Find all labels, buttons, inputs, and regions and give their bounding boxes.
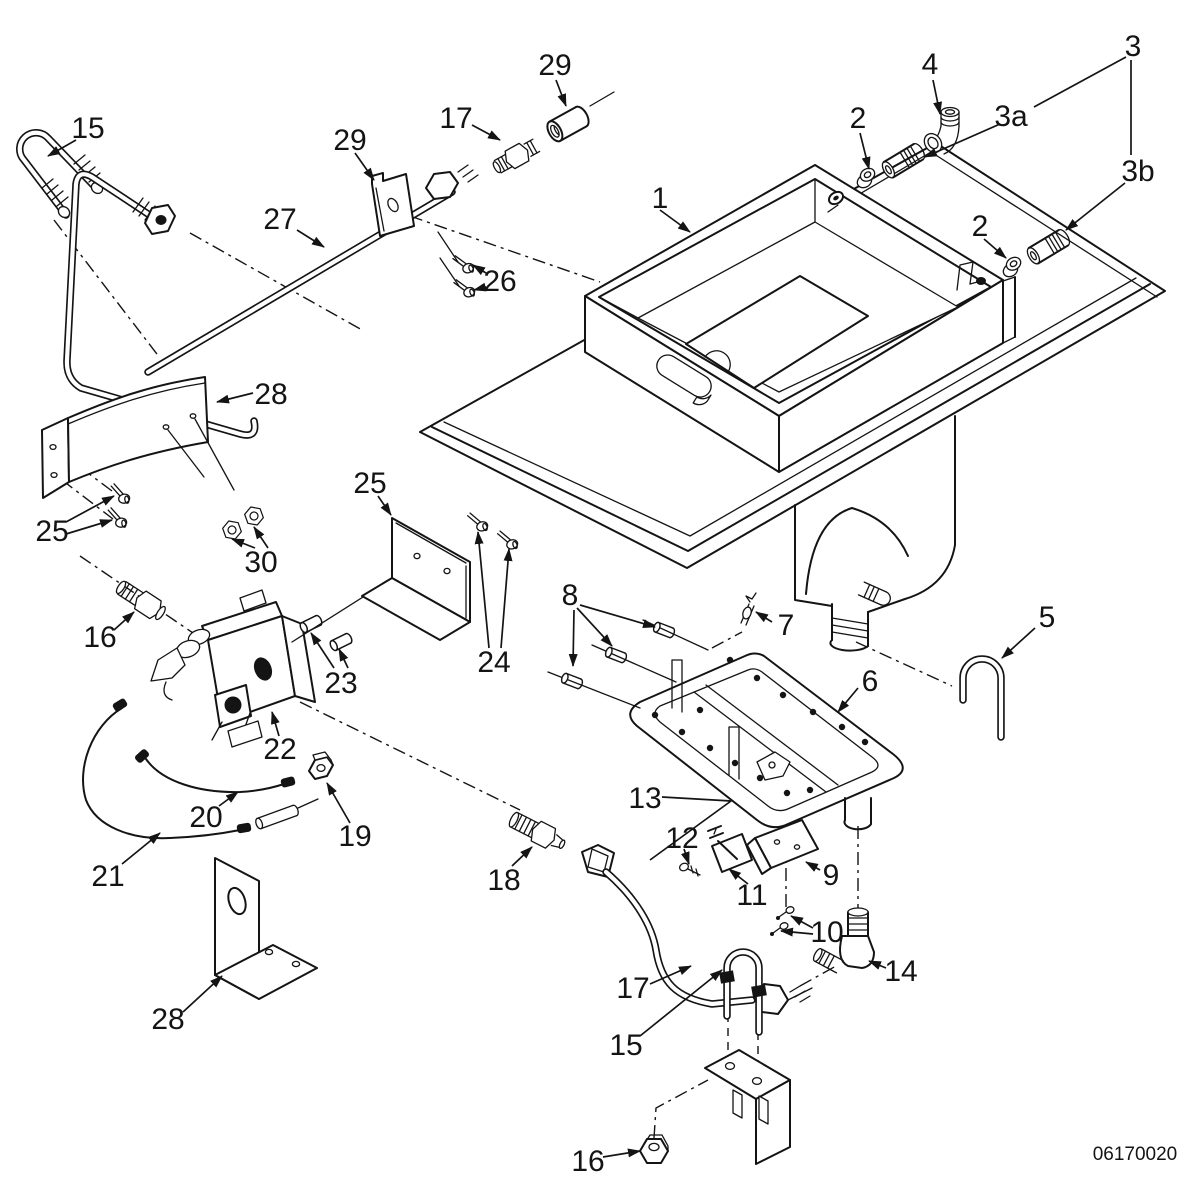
- part-26-screws: [437, 231, 478, 301]
- callout-3: 3: [1125, 30, 1142, 63]
- callout-10: 10: [810, 916, 843, 949]
- part-11-clamp: [707, 825, 753, 873]
- callout-24: 24: [477, 646, 510, 679]
- callout-2: 2: [972, 210, 989, 243]
- callout-25: 25: [353, 467, 386, 500]
- callout-29: 29: [333, 124, 366, 157]
- part-28-bracket-lower: [214, 857, 318, 1000]
- burner-bracket-wing: [756, 751, 791, 781]
- part-15-ubolt-top: [15, 128, 104, 219]
- callout-28: 28: [254, 378, 287, 411]
- callout-13: 13: [628, 782, 661, 815]
- callout-4: 4: [922, 48, 939, 81]
- callout-17: 17: [616, 972, 649, 1005]
- part-25-plate-right: [361, 517, 471, 641]
- callout-6: 6: [862, 665, 879, 698]
- callout-19: 19: [338, 820, 371, 853]
- burner-pins: [671, 659, 740, 780]
- part-15-ubolt-bottom: [719, 948, 767, 1036]
- part-16-fitting-left: [115, 580, 166, 621]
- part-1-pan: [584, 164, 1016, 473]
- part-12-screw: [678, 862, 701, 877]
- part-19-nut: [308, 751, 334, 780]
- callout-9: 9: [823, 859, 840, 892]
- callout-22: 22: [263, 733, 296, 766]
- callout-23: 23: [324, 667, 357, 700]
- callout-20: 20: [189, 801, 222, 834]
- part-25-screws: [103, 482, 135, 532]
- callout-1: 1: [652, 182, 669, 215]
- part-7-igniter: [740, 592, 757, 626]
- callout-7: 7: [778, 609, 795, 642]
- part-29-coupler-top: [546, 105, 590, 143]
- spring-clip: [956, 261, 986, 291]
- part-17-fitting-top: [492, 138, 541, 174]
- callout-14: 14: [884, 955, 917, 988]
- callout-18: 18: [487, 864, 520, 897]
- part-28-bracket-upper: [41, 376, 235, 499]
- handle-slot: [656, 354, 712, 406]
- part-1-lower-housing: [794, 415, 956, 652]
- document-number: 06170020: [1093, 1144, 1178, 1165]
- part-18-fitting: [508, 811, 566, 850]
- callout-5: 5: [1039, 601, 1056, 634]
- callout-3b: 3b: [1121, 155, 1154, 188]
- part-24-screws: [464, 512, 522, 553]
- callout-11: 11: [736, 879, 767, 912]
- part-4-elbow: [923, 106, 960, 155]
- part-27-tube-assembly: [144, 91, 615, 376]
- burner-holes: [651, 656, 869, 797]
- callout-21: 21: [91, 860, 124, 893]
- callout-3a: 3a: [994, 100, 1028, 133]
- drain-stub: [857, 581, 891, 606]
- burner-downpipe: [843, 797, 872, 831]
- callout-25: 25: [35, 515, 68, 548]
- callout-16: 16: [83, 621, 116, 654]
- callout-2: 2: [850, 102, 867, 135]
- part-5-hook: [959, 655, 1005, 741]
- knockout-oval: [827, 190, 844, 213]
- tube-hex-nut: [425, 171, 459, 200]
- part-16-nut-bottom: [639, 1134, 669, 1164]
- callout-29: 29: [538, 49, 571, 82]
- callout-17: 17: [439, 102, 472, 135]
- callout-15: 15: [609, 1029, 642, 1062]
- part-bottom-bracket: [704, 1049, 791, 1165]
- part-21-thermocouple: [82, 698, 319, 840]
- callout-16: 16: [571, 1145, 604, 1178]
- callout-labels: 15291729272612433a3b22825302516242322876…: [35, 30, 1154, 1178]
- callout-12: 12: [665, 822, 698, 855]
- callout-26: 26: [483, 265, 516, 298]
- part-9-bracket: [746, 819, 819, 875]
- part-pilot-loop-tube: [63, 170, 259, 439]
- part-29-plate: [371, 172, 415, 237]
- part-14-elbow: [812, 907, 875, 974]
- callout-28: 28: [151, 1003, 184, 1036]
- callout-15: 15: [71, 112, 104, 145]
- callout-27: 27: [263, 203, 296, 236]
- callout-30: 30: [244, 546, 277, 579]
- part-22-gas-valve: [150, 589, 316, 748]
- leader-lines: [47, 56, 1132, 1158]
- part-10-screws: [770, 906, 795, 936]
- part-6-burner: [547, 619, 904, 831]
- callout-8: 8: [562, 579, 579, 612]
